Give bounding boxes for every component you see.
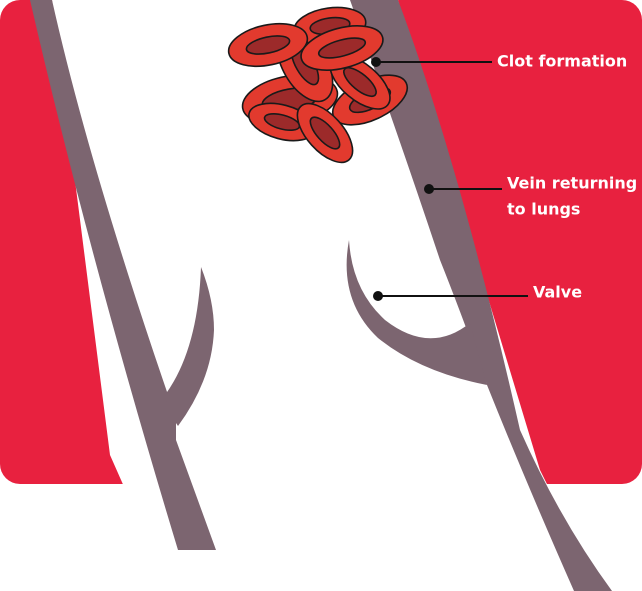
valve-leaflet-left: [165, 267, 214, 426]
vein-wall-left: [30, 0, 216, 550]
vein-lumen: [52, 0, 600, 591]
valve-leader: [373, 291, 528, 301]
red-blood-cell: [227, 22, 309, 68]
vein-label-line2: to lungs: [507, 200, 580, 219]
clot-leader: [371, 57, 492, 67]
red-blood-cell: [296, 102, 354, 164]
clot-cluster: [227, 6, 409, 164]
vein-leader: [424, 184, 502, 194]
clot-label: Clot formation: [497, 52, 627, 71]
red-blood-cell: [300, 25, 384, 71]
valve-label: Valve: [533, 283, 582, 302]
valve-leaflet-right: [346, 240, 487, 385]
vein-label-line1: Vein returning: [507, 174, 637, 193]
